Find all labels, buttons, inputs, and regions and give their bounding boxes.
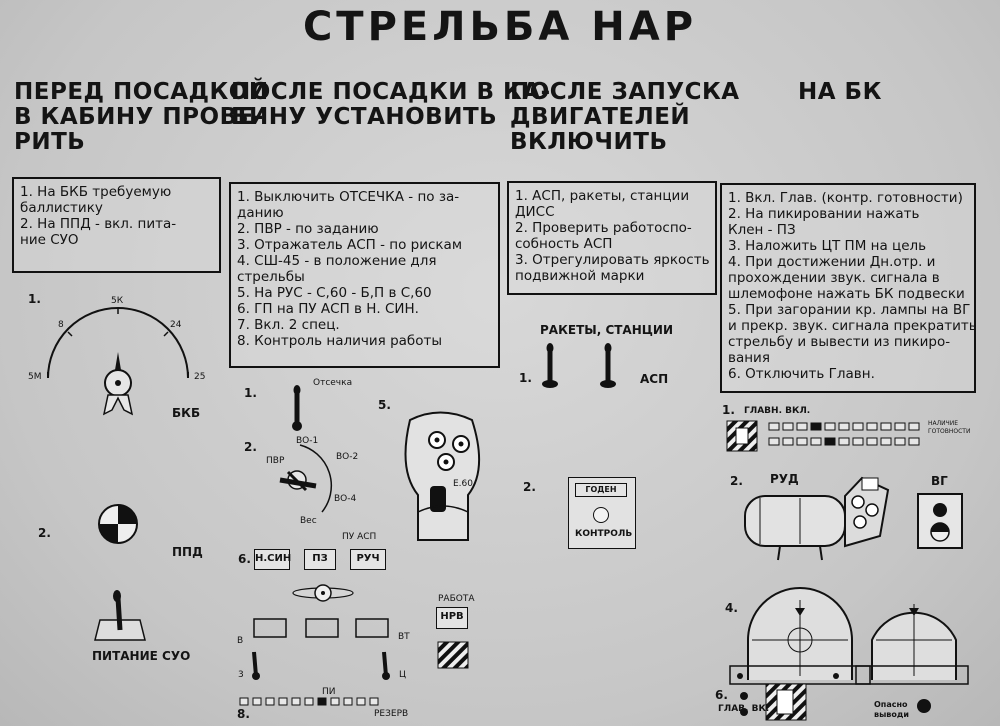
control-label: КОНТРОЛЬ [575,529,633,539]
bkb-number: 1. [28,292,41,306]
vt-label: ВТ [398,632,410,642]
pu-asp-number: 6. [238,552,251,566]
nrv-indicator: НРВ [436,607,468,629]
control-number: 2. [523,480,536,494]
pvr-mark: ВО-1 [296,436,319,446]
column-2-heading: ПОСЛЕ ПОСАДКИ В КА-БИНУ УСТАНОВИТЬ [231,79,551,130]
bkb-scale-label: 24 [170,320,182,330]
pz-button[interactable]: ПЗ [304,549,336,570]
bkb-scale-label: 5М [28,372,42,382]
z-label: 3 [238,670,244,680]
pvr-mark: ВО-2 [336,452,359,462]
control-panel: ГОДЕН КОНТРОЛЬ [568,477,636,549]
pvr-mark: Вес [300,516,317,526]
main-switch-number: 1. [722,403,735,417]
pvr-mark: ВО-4 [334,494,357,504]
v-label: В [237,636,244,646]
asp-label: АСП [640,372,669,386]
rockets-stations-label: РАКЕТЫ, СТАНЦИИ [540,323,673,337]
bkb-label: БКБ [172,406,201,420]
rud-number: 2. [730,474,743,488]
column-2-instructions: 1. Выключить ОТСЕЧКА - по за-данию 2. ПВ… [229,182,500,368]
n-sin-button[interactable]: Н.СИН [254,549,291,570]
control-lamp-icon[interactable] [593,507,609,523]
main-switch-panel-number: 6. [715,688,728,702]
lamp-row-number: 8. [237,707,250,721]
pvr-number: 2. [244,440,257,454]
page-title: СТРЕЛЬБА НАР [302,4,698,50]
pu-asp-label: ПУ АСП [342,532,377,542]
main-switch-label: ГЛАВН. ВКЛ. [744,406,811,416]
handle-number: 5. [378,398,391,412]
asp-number: 1. [519,371,532,385]
pvr-label: ПВР [266,456,285,466]
bkb-scale-label: 8 [58,320,64,330]
column-4-instructions: 1. Вкл. Глав. (контр. готовности)2. На п… [720,183,977,393]
ppd-label: ППД [172,545,203,559]
e60-label: Е.60 [453,479,473,489]
rabota-label: РАБОТА [438,594,475,604]
bkb-scale-label: 25 [194,372,206,382]
rud-label: РУД [770,472,799,486]
glav-vk-label: ГЛАВ. ВК. [718,704,770,714]
ruch-button[interactable]: РУЧ [350,549,386,570]
sight-number: 4. [725,601,738,615]
ppd-number: 2. [38,526,51,540]
cutoff-label: Отсечка [313,378,353,388]
suo-power-label: ПИТАНИЕ СУО [92,649,191,663]
goden-indicator: ГОДЕН [575,483,627,497]
column-4-heading: НА БК [798,79,882,105]
vg-label: ВГ [931,474,948,488]
bkb-scale-label: 5К [111,296,124,306]
rezerv-label: РЕЗЕРВ [374,709,409,719]
pi-label: ПИ [322,687,336,697]
ts-label: Ц [399,670,406,680]
cutoff-number: 1. [244,386,257,400]
